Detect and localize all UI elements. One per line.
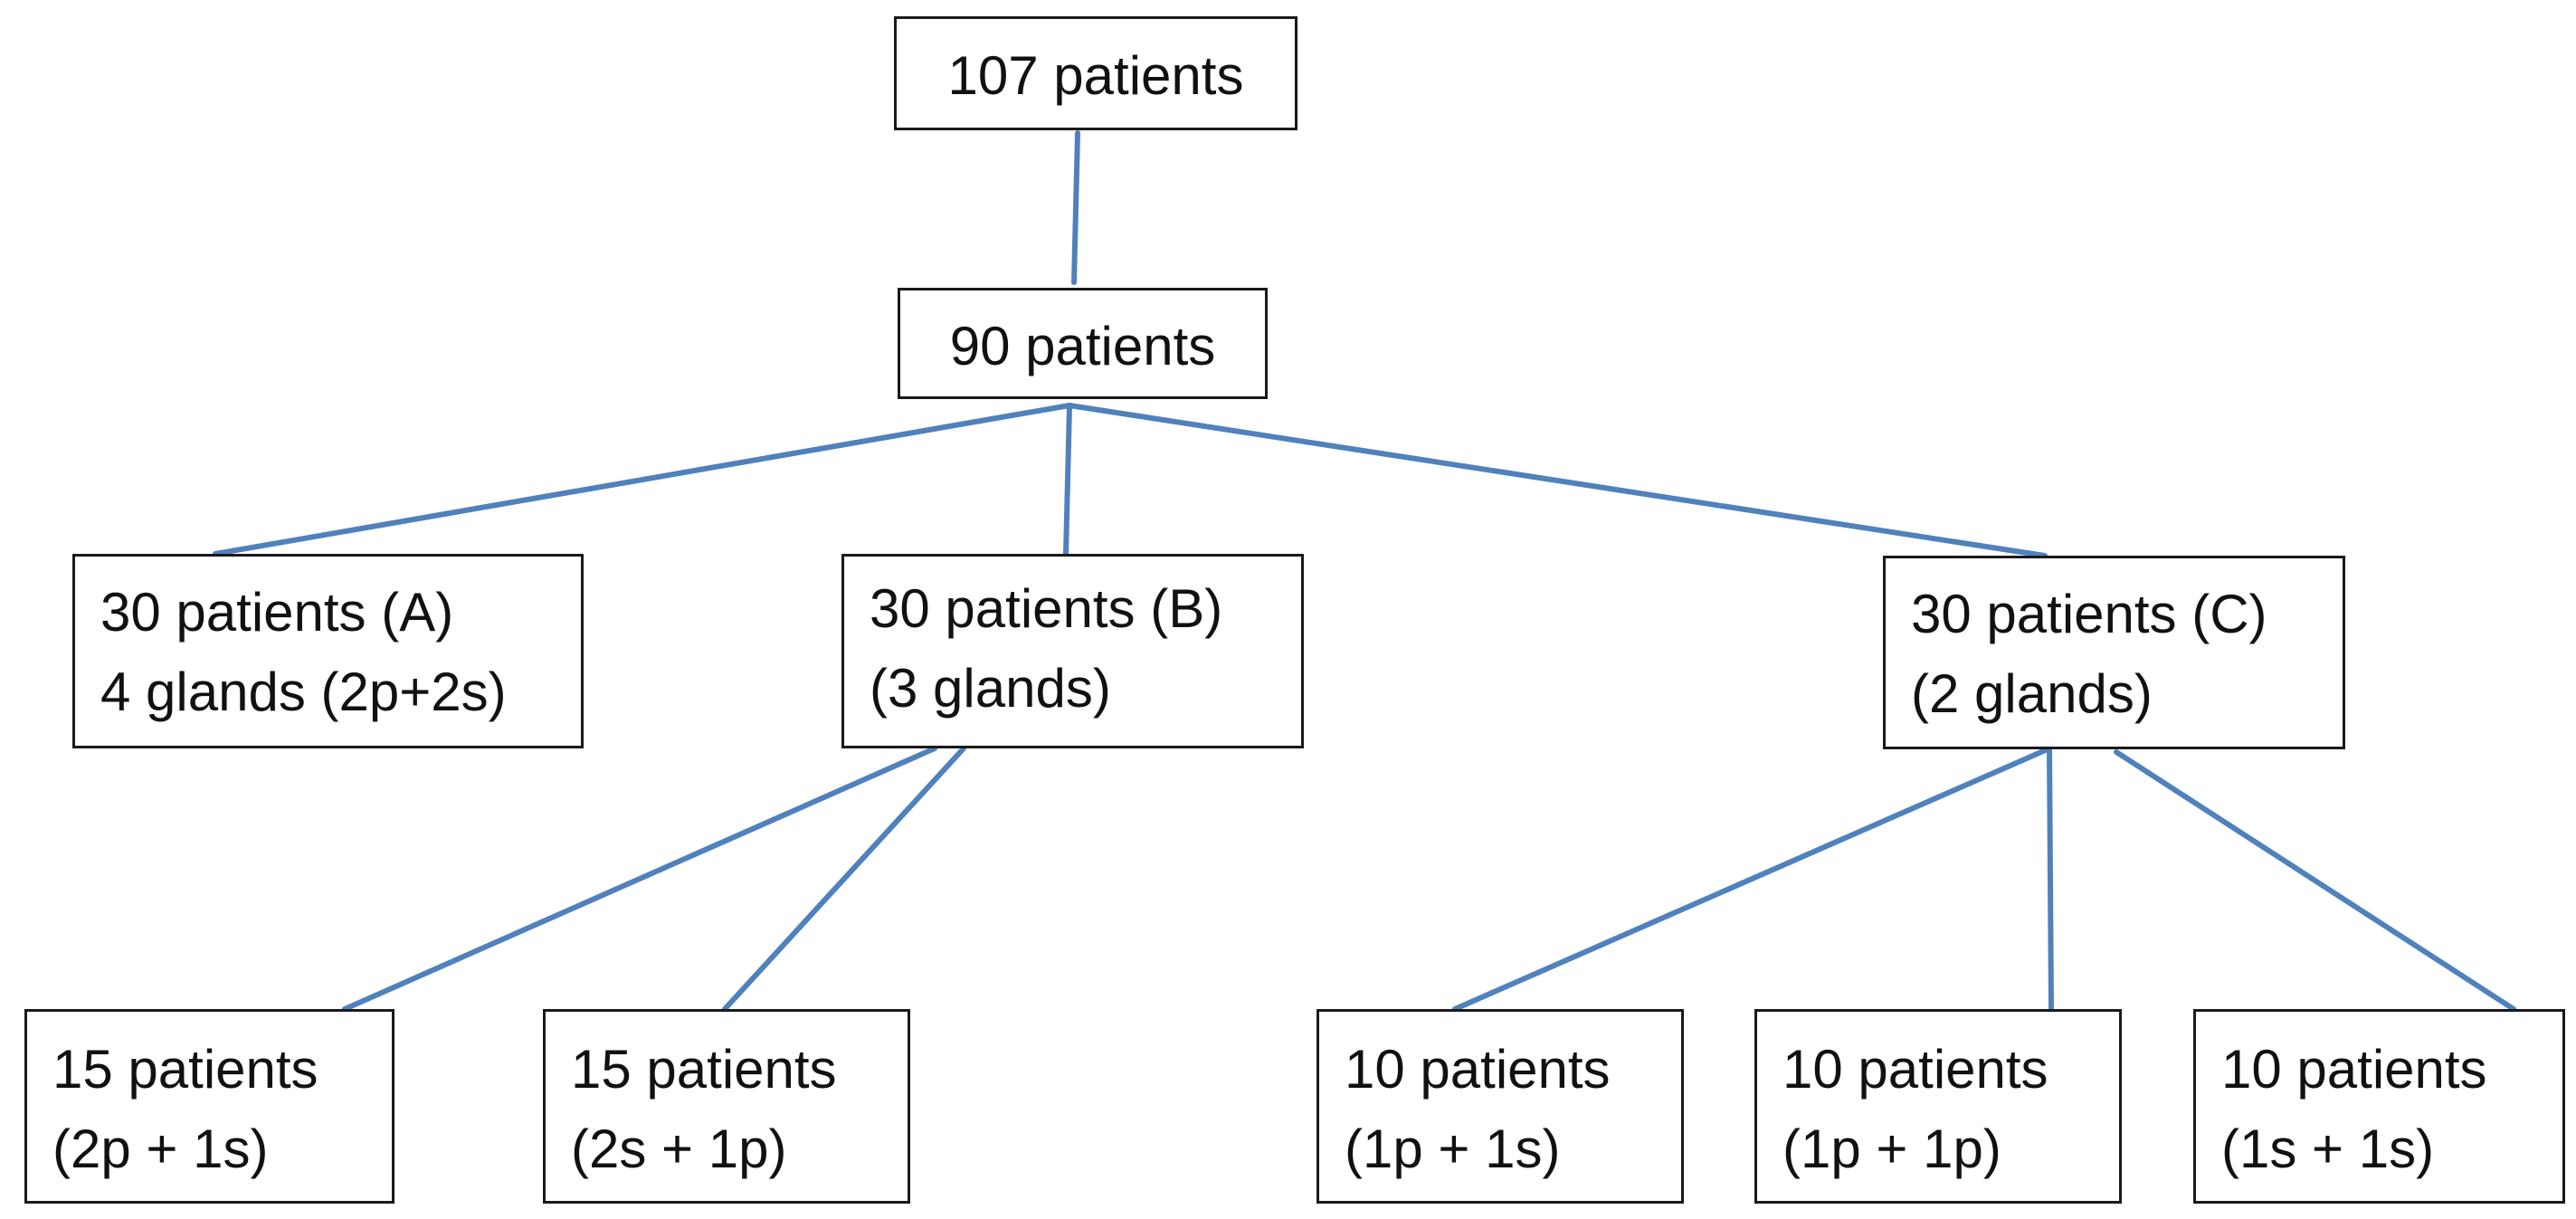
node-subgroup-c3-title: 10 patients (2221, 1039, 2487, 1100)
node-group-b: 30 patients (B) (3 glands) (841, 554, 1304, 748)
edge-group-b-b2 (722, 746, 966, 1012)
node-subgroup-c3-detail: (1s + 1s) (2221, 1119, 2435, 1179)
node-subgroup-b1: 15 patients (2p + 1s) (24, 1009, 394, 1204)
node-subgroup-c3: 10 patients (1s + 1s) (2193, 1009, 2565, 1204)
node-subgroup-c1-title: 10 patients (1345, 1039, 1611, 1100)
edge-level1-group-b (1063, 403, 1072, 557)
node-group-c: 30 patients (C) (2 glands) (1883, 556, 2345, 749)
node-group-a-title: 30 patients (A) (100, 582, 454, 643)
node-enrolled-patients-text: 90 patients (949, 316, 1216, 376)
node-enrolled-patients: 90 patients (898, 288, 1268, 399)
node-total-patients-text: 107 patients (947, 45, 1244, 106)
node-group-a: 30 patients (A) 4 glands (2p+2s) (72, 554, 584, 748)
edge-root-level1 (1071, 130, 1080, 285)
node-subgroup-c1-detail: (1p + 1s) (1345, 1119, 1561, 1179)
edge-group-c-c2 (2047, 746, 2054, 1012)
node-subgroup-c2-detail: (1p + 1p) (1782, 1119, 2001, 1179)
edge-level1-group-c (1067, 403, 2048, 558)
node-group-a-detail: 4 glands (2p+2s) (100, 662, 507, 722)
edge-group-b-b1 (342, 746, 937, 1012)
node-group-c-title: 30 patients (C) (1911, 584, 2267, 644)
node-total-patients: 107 patients (894, 16, 1298, 130)
node-subgroup-b2-title: 15 patients (571, 1039, 837, 1100)
node-group-c-detail: (2 glands) (1911, 663, 2153, 724)
node-subgroup-c2-title: 10 patients (1782, 1039, 2048, 1100)
edge-group-c-c1 (1452, 746, 2052, 1012)
node-subgroup-b1-title: 15 patients (52, 1039, 318, 1100)
node-subgroup-b2: 15 patients (2s + 1p) (543, 1009, 910, 1204)
node-subgroup-c2: 10 patients (1p + 1p) (1754, 1009, 2122, 1204)
node-subgroup-b1-detail: (2p + 1s) (52, 1119, 269, 1179)
node-subgroup-b2-detail: (2s + 1p) (571, 1119, 787, 1179)
node-group-b-title: 30 patients (B) (870, 578, 1223, 639)
node-group-b-detail: (3 glands) (870, 658, 1111, 719)
edge-level1-group-a (213, 403, 1072, 557)
edge-group-c-c3 (2114, 749, 2516, 1012)
node-subgroup-c1: 10 patients (1p + 1s) (1317, 1009, 1684, 1204)
